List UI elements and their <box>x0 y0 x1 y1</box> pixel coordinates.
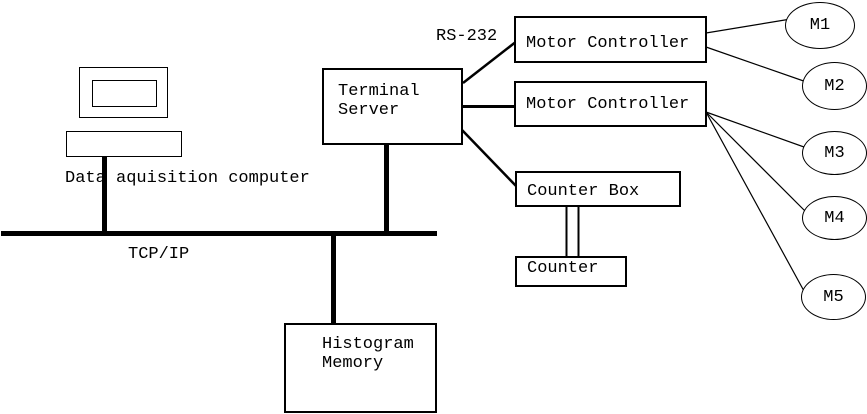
motor-controller-1-node: Motor Controller <box>514 16 707 63</box>
motor-m4-node: M4 <box>802 196 867 240</box>
rs232-label: RS-232 <box>436 27 498 46</box>
histogram-memory-label-line2: Memory <box>322 354 384 373</box>
terminal-server-counter-box-link <box>461 129 519 189</box>
computer-screen-icon <box>92 80 157 107</box>
motor-m1-label: M1 <box>809 16 831 35</box>
computer-keyboard-icon <box>66 131 182 157</box>
motor-m1-node: M1 <box>785 2 855 49</box>
motor-m3-label: M3 <box>824 143 845 163</box>
histogram-memory-node: Histogram Memory <box>284 323 437 413</box>
terminal-server-mc1-link <box>462 40 518 84</box>
counter-node: Counter <box>515 256 627 287</box>
data-acquisition-computer-label: Data aquisition computer <box>65 169 310 188</box>
mc1-m2-link <box>705 46 819 87</box>
histogram-memory-label-line1: Histogram <box>322 335 414 354</box>
mc2-m3-link <box>705 111 819 153</box>
motor-controller-2-node: Motor Controller <box>514 81 707 127</box>
mc2-m4-link <box>705 111 816 222</box>
motor-m4-label: M4 <box>824 208 845 228</box>
motor-m2-node: M2 <box>802 62 867 110</box>
mc2-m5-link <box>705 111 811 303</box>
motor-m5-node: M5 <box>801 274 866 320</box>
terminal-server-label-line2: Server <box>338 101 400 120</box>
counter-label: Counter <box>527 259 599 278</box>
motor-controller-2-label: Motor Controller <box>526 95 690 114</box>
counter-box-label: Counter Box <box>527 182 640 201</box>
motor-m2-label: M2 <box>824 76 845 96</box>
tcp-ip-label: TCP/IP <box>128 245 190 264</box>
counter-box-node: Counter Box <box>515 171 681 207</box>
terminal-server-node: Terminal Server <box>322 68 463 145</box>
motor-m3-node: M3 <box>802 131 867 175</box>
motor-m5-label: M5 <box>823 287 844 307</box>
motor-controller-1-label: Motor Controller <box>526 34 690 53</box>
terminal-server-label-line1: Terminal <box>338 82 420 101</box>
